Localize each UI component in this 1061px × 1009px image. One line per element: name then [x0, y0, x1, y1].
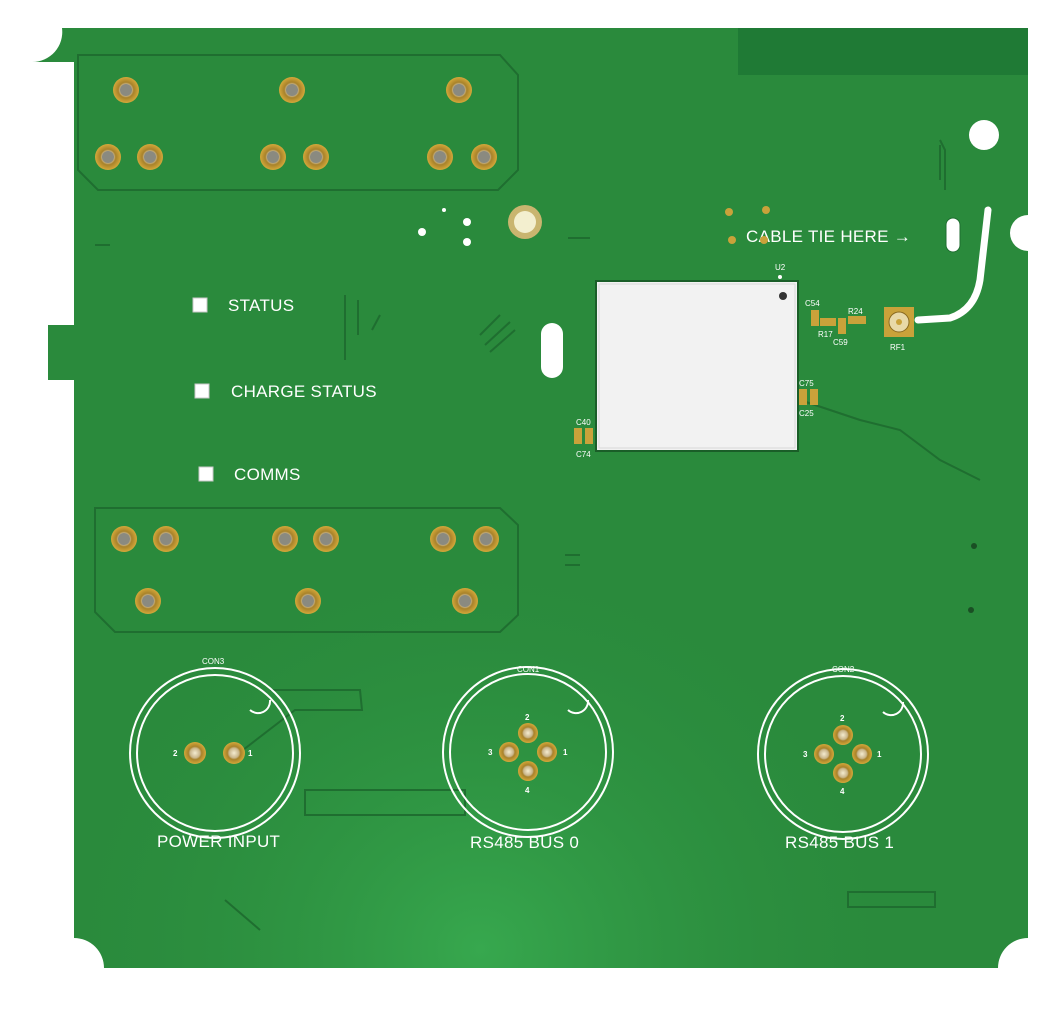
- charge-status-label: CHARGE STATUS: [231, 382, 377, 401]
- top-terminal-pad: [260, 144, 286, 170]
- slot-hole: [541, 323, 563, 378]
- passives-left: C40 C74: [574, 418, 593, 459]
- con1-refdes: CON1: [517, 665, 540, 674]
- trace-group: [95, 139, 981, 931]
- charge-status-led-group: CHARGE STATUS: [194, 382, 377, 401]
- top-terminal-pad: [113, 77, 139, 103]
- bottom-terminal-pad: [430, 526, 456, 552]
- con2-pin4: 4: [840, 787, 845, 796]
- rs485-bus1-label: RS485 BUS 1: [785, 833, 894, 852]
- bottom-terminal-pad: [313, 526, 339, 552]
- con3-connector: CON3 2 1 POWER INPUT: [129, 657, 301, 851]
- con2-pin3: 3: [803, 750, 808, 759]
- charge-status-led: [194, 383, 210, 399]
- top-terminal-pad: [471, 144, 497, 170]
- comms-led-group: COMMS: [198, 465, 301, 484]
- passives-near-rf: C54 R24 R17 C59: [805, 299, 866, 347]
- copper-pour-corner: [738, 28, 1028, 75]
- comms-label: COMMS: [234, 465, 301, 484]
- con2-pin1: 1: [877, 750, 882, 759]
- c75-refdes: C75: [799, 379, 814, 388]
- con3-refdes: CON3: [202, 657, 225, 666]
- bottom-terminal-pad: [272, 526, 298, 552]
- rs485-bus0-label: RS485 BUS 0: [470, 833, 579, 852]
- top-terminal-outline: [77, 54, 519, 191]
- top-terminal-pad: [427, 144, 453, 170]
- small-vias: [725, 206, 770, 244]
- bottom-terminal-outline: [94, 507, 519, 633]
- top-terminal-pad: [95, 144, 121, 170]
- rf1-connector: RF1: [884, 307, 914, 352]
- con1-pin2: 2: [525, 713, 530, 722]
- cable-tie-label: CABLE TIE HERE →: [746, 227, 911, 246]
- status-led-group: STATUS: [192, 296, 294, 315]
- con2-refdes: CON2: [832, 665, 855, 674]
- con1-pin1: 1: [563, 748, 568, 757]
- comms-led: [198, 466, 214, 482]
- con3-pin2: 2: [173, 749, 178, 758]
- bottom-terminal-pad: [452, 588, 478, 614]
- c74-refdes: C74: [576, 450, 591, 459]
- status-label: STATUS: [228, 296, 294, 315]
- u2-refdes: U2: [775, 263, 786, 272]
- top-terminal-pads: [95, 77, 497, 170]
- c25-refdes: C25: [799, 409, 814, 418]
- con2-pin2: 2: [840, 714, 845, 723]
- bottom-terminal-pad: [153, 526, 179, 552]
- bottom-terminal-pad: [473, 526, 499, 552]
- con1-connector: CON1 2 3 1 4 RS485 BUS 0: [442, 665, 614, 852]
- top-terminal-pad: [446, 77, 472, 103]
- bottom-terminal-pad: [111, 526, 137, 552]
- c40-refdes: C40: [576, 418, 591, 427]
- top-terminal-pad: [279, 77, 305, 103]
- top-terminal-pad: [137, 144, 163, 170]
- rf1-refdes: RF1: [890, 343, 906, 352]
- bottom-terminal-pad: [295, 588, 321, 614]
- cable-tie-slot: [945, 217, 961, 253]
- u2-module: U2: [595, 263, 799, 452]
- c59-refdes: C59: [833, 338, 848, 347]
- r17-refdes: R17: [818, 330, 833, 339]
- corner-hole: [969, 120, 999, 150]
- con1-pin4: 4: [525, 786, 530, 795]
- con3-pin1: 1: [248, 749, 253, 758]
- c54-refdes: C54: [805, 299, 820, 308]
- status-led: [192, 297, 208, 313]
- top-terminal-pad: [303, 144, 329, 170]
- power-input-label: POWER INPUT: [157, 832, 280, 851]
- con2-connector: CON2 2 3 1 4 RS485 BUS 1: [757, 665, 929, 852]
- bottom-terminal-pad: [135, 588, 161, 614]
- passives-right: C75 C25: [799, 379, 818, 418]
- r24-refdes: R24: [848, 307, 863, 316]
- con1-pin3: 3: [488, 748, 493, 757]
- antenna-cable: [914, 206, 992, 324]
